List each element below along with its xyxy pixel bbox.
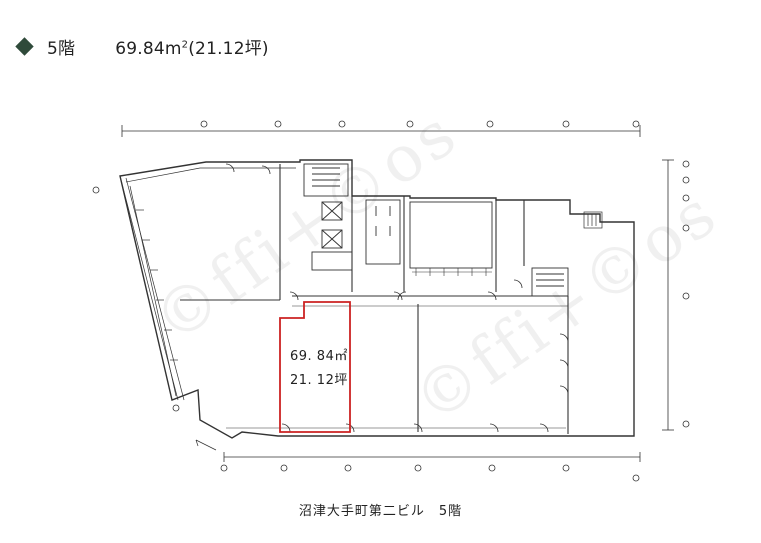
- core-area: [303, 163, 569, 297]
- right-dimension-line: [662, 159, 674, 431]
- highlighted-unit: [279, 301, 351, 433]
- unit-area-label: 69. 84㎡: [290, 349, 348, 364]
- external-stair: [583, 211, 603, 229]
- top-grid-markers: [200, 120, 640, 128]
- bottom-dimension-line: [223, 452, 641, 462]
- door-swings: [225, 163, 569, 433]
- area-label: 69.84m2(21.12坪): [115, 34, 269, 59]
- plan-caption: 沼津大手町第二ビル 5階: [298, 504, 463, 519]
- diamond-bullet-icon: [15, 37, 34, 56]
- top-dimension-line: [121, 125, 641, 137]
- area-unit-superscript: 2: [181, 39, 189, 51]
- floor-label: 5階: [47, 39, 76, 59]
- scale-mark: [195, 439, 217, 451]
- area-tsubo: (21.12坪): [188, 39, 269, 59]
- left-window-wall: [119, 175, 185, 401]
- right-grid-markers: [682, 160, 690, 428]
- interior-walls: [180, 164, 569, 434]
- page-heading: 5階 69.84m2(21.12坪): [12, 34, 269, 59]
- unit-tsubo-label: 21. 12坪: [290, 373, 348, 388]
- left-grid-markers: [92, 186, 180, 412]
- wall-fixtures: [412, 268, 492, 276]
- area-value: 69.84m: [115, 39, 182, 59]
- bottom-grid-markers: [220, 464, 640, 482]
- building-outline: [119, 159, 635, 439]
